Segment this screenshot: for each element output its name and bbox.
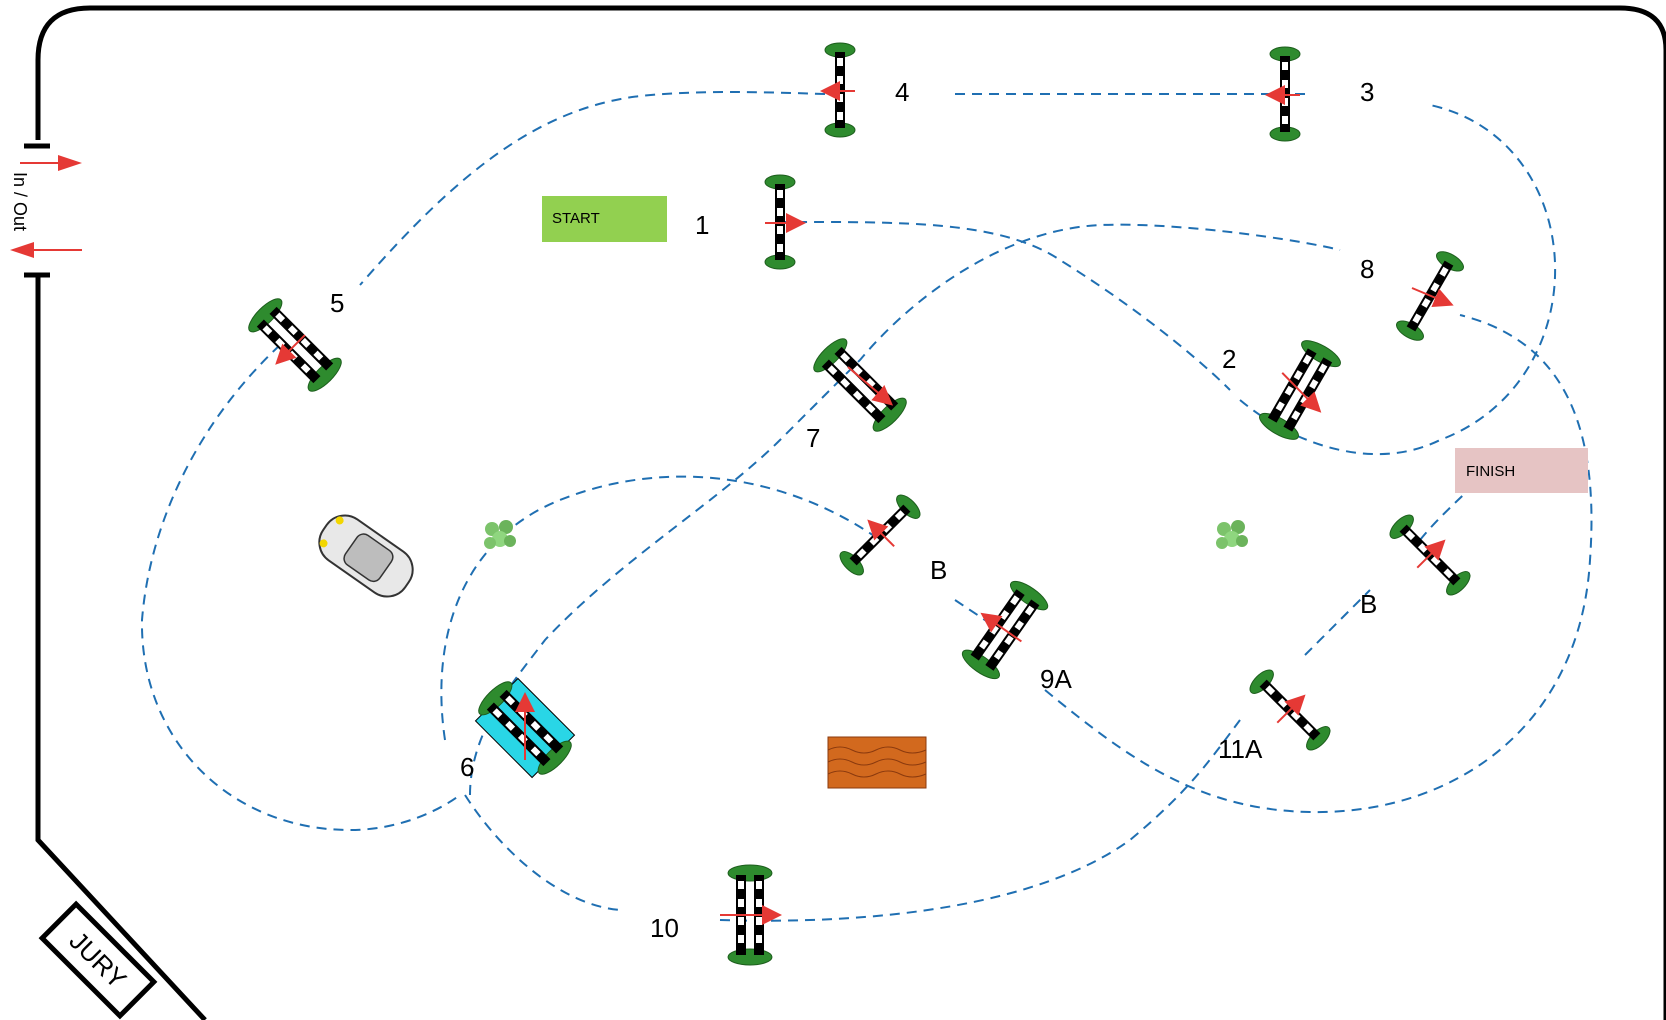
jump-3 — [1265, 47, 1300, 141]
jump-6-water — [468, 671, 581, 784]
in-arrow-icon — [20, 155, 82, 171]
jump-11b — [1384, 509, 1476, 601]
jump-label-4: 4 — [895, 77, 909, 107]
jump-label-10: 10 — [650, 913, 679, 943]
finish-marker: FINISH — [1455, 448, 1588, 493]
jump-8 — [1390, 246, 1472, 348]
finish-label: FINISH — [1466, 463, 1515, 480]
jump-4 — [820, 43, 855, 137]
jump-label-3: 3 — [1360, 77, 1374, 107]
jump-label-1: 1 — [695, 210, 709, 240]
jump-7 — [809, 326, 919, 436]
jump-10 — [720, 865, 782, 965]
jump-5 — [243, 294, 346, 397]
course-route — [140, 91, 1593, 922]
jump-label-8: 8 — [1360, 254, 1374, 284]
start-marker: START — [542, 196, 667, 242]
jump-label-9a: 9A — [1040, 664, 1072, 694]
jump-label-6: 6 — [460, 752, 474, 782]
jump-label-11b: B — [1360, 589, 1377, 619]
jump-9a — [955, 574, 1052, 683]
jump-1 — [765, 175, 806, 269]
entrance-label: In / Out — [10, 172, 30, 231]
jump-label-2: 2 — [1222, 344, 1236, 374]
out-arrow-icon — [10, 242, 82, 258]
jury-box: JURY — [38, 900, 158, 1020]
jump-label-11a: 11A — [1218, 734, 1263, 764]
start-label: START — [552, 210, 600, 227]
car-icon — [318, 514, 414, 598]
jump-11a — [1244, 664, 1336, 756]
jump-9b — [835, 490, 926, 581]
arena-fence — [35, 5, 1666, 1020]
jump-2 — [1254, 335, 1347, 447]
jump-label-5: 5 — [330, 288, 344, 318]
brick-wall-icon — [827, 736, 927, 789]
jump-label-7: 7 — [806, 423, 820, 453]
shrub-icon — [484, 520, 516, 549]
jump-label-9b: B — [930, 555, 947, 585]
shrub-icon — [1216, 520, 1248, 549]
